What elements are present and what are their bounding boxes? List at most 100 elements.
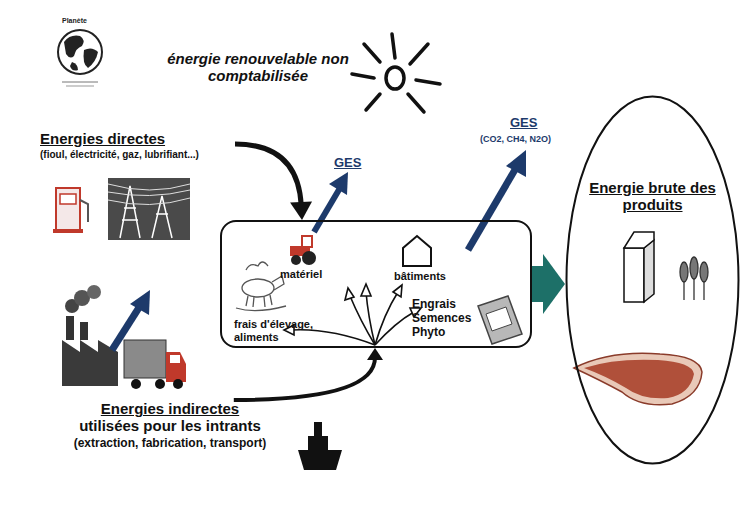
logo-rule: [62, 82, 98, 83]
chimney: [66, 316, 74, 340]
pylon: [152, 196, 172, 238]
logo-text: Planète: [62, 17, 87, 25]
ellipse-heading: Energie brute des produits: [585, 179, 720, 214]
smoke: [87, 285, 101, 299]
energy-source-block: Energies directes(fioul, électricité, ga…: [40, 130, 235, 180]
arrow-head: [329, 172, 348, 195]
continent: [70, 62, 78, 71]
meat-fat: [574, 353, 702, 405]
pylon: [120, 186, 140, 238]
wires: [108, 184, 190, 205]
carton-side: [644, 240, 654, 302]
bag-label: [486, 307, 512, 331]
fan-head: [361, 284, 371, 296]
truck-window: [170, 355, 180, 363]
power-line-icon: [108, 178, 190, 240]
livestock-sketch: [236, 262, 286, 311]
farm-system-box: matériel bâtiments frais d'élevage, alimen…: [220, 220, 532, 348]
logo-rule: [66, 86, 94, 87]
wheat-stalk: [683, 262, 684, 300]
emission-note: (CO2, CH4, N2O): [480, 134, 551, 144]
pump-body: [56, 188, 80, 230]
fan-arrow: [366, 292, 375, 345]
wheat-stalk: [703, 262, 704, 300]
sun-ray: [364, 44, 380, 62]
ship-deck: [308, 436, 328, 450]
milk-carton-icon: [624, 232, 654, 302]
smoke: [74, 290, 90, 306]
tractor-wheel: [302, 251, 316, 265]
tractor-cab: [302, 236, 312, 247]
block-heading: Energies directes: [40, 130, 235, 147]
ground: [236, 306, 286, 311]
arrow-shaft: [468, 168, 516, 250]
fan-arrow: [375, 312, 414, 345]
sun-ray: [410, 44, 428, 64]
wheat-icon: [680, 257, 708, 300]
truck-cab: [166, 352, 186, 382]
fuel-pump-icon: [53, 188, 88, 233]
emission-arrow: [314, 172, 348, 232]
input-fan-arrows: [284, 284, 421, 345]
truck-wheel: [131, 379, 141, 389]
fan-arrow: [292, 330, 375, 345]
truck-icon: [124, 340, 186, 389]
block-heading: Energies indirectes: [25, 400, 315, 417]
carton-front: [624, 248, 644, 302]
item-label: matériel: [280, 268, 322, 281]
animal-body: [242, 279, 274, 297]
arrow-head: [130, 290, 150, 315]
arrow-head: [543, 254, 565, 314]
arrow-shaft: [112, 306, 140, 350]
fan-arrow: [350, 296, 375, 345]
continent: [64, 36, 84, 58]
wheat-stalk: [693, 258, 694, 300]
animal-legs: [246, 295, 272, 307]
wheat-ear: [700, 262, 708, 282]
wheat-ear: [690, 257, 698, 279]
meat-flesh: [584, 360, 694, 399]
logo-globe: [58, 30, 102, 86]
energy-source-block: Energies indirectesutilisées pour les in…: [25, 400, 315, 472]
chimney: [80, 322, 88, 340]
building-icon: [403, 236, 431, 266]
smoke: [65, 299, 79, 313]
meat-icon: [574, 353, 702, 405]
products-ellipse: Energie brute des produits: [565, 95, 740, 465]
fertilizer-bag-icon: [478, 296, 522, 344]
block-note: (extraction, fabrication, transport): [25, 437, 315, 451]
photo-frame: [108, 178, 190, 240]
item-label: frais d'élevage, aliments: [234, 318, 326, 343]
fan-arrow: [375, 292, 398, 345]
wheat-ear: [680, 262, 688, 282]
ship-funnel: [314, 422, 322, 436]
sun-ray: [408, 94, 424, 112]
tractor-icon: [290, 236, 316, 265]
fan-head: [393, 285, 402, 297]
continent: [84, 48, 99, 68]
tractor-body: [290, 246, 310, 256]
factory-icon: [62, 285, 118, 386]
factory-building: [62, 340, 118, 386]
block-arrow-shaft: [532, 266, 543, 302]
block-subheading: utilisées pour les intrants: [25, 417, 315, 434]
ship-icon: [298, 422, 342, 470]
item-label: bâtiments: [394, 270, 446, 283]
sun-symbol: [352, 34, 440, 112]
sun-core: [386, 67, 404, 89]
globe-outline: [58, 30, 102, 74]
ellipse-outline: [565, 95, 740, 465]
connector: [532, 254, 565, 314]
pump-display: [60, 194, 76, 204]
tractor-wheel: [291, 255, 301, 265]
pump-base: [53, 229, 83, 233]
arrow-head: [506, 150, 526, 177]
emission-arrow: [468, 150, 526, 250]
sun-ray: [352, 74, 374, 78]
connector-line: [234, 358, 375, 400]
ship-hull: [298, 450, 342, 470]
sun-ray: [416, 80, 440, 84]
emission-label: GES: [510, 116, 537, 131]
